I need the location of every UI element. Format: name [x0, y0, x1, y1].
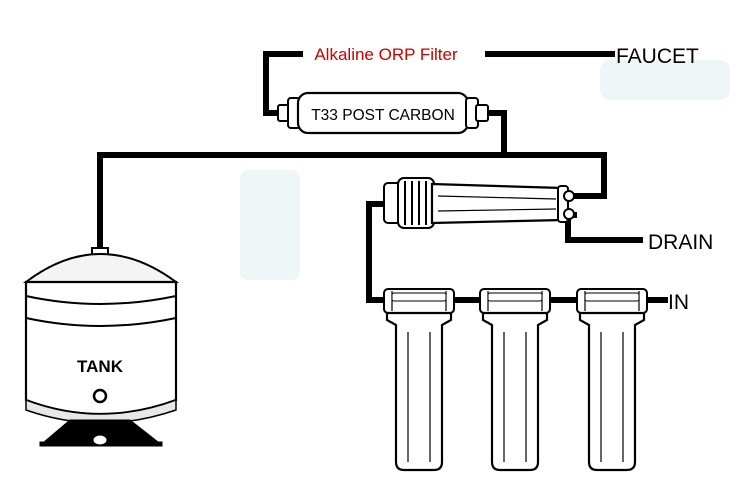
- pipe-main-line: [97, 152, 607, 253]
- filter-housing: [576, 288, 648, 472]
- pipe-alkaline-loop: [263, 51, 303, 116]
- membrane-housing: [383, 177, 575, 229]
- tank-label: TANK: [77, 357, 124, 376]
- pipe-post-carbon-out: [481, 110, 507, 158]
- filter-housing: [479, 288, 551, 472]
- storage-tank: [23, 247, 180, 447]
- pipe-membrane-to-filters: [366, 201, 395, 303]
- inlet-label: IN: [668, 291, 689, 314]
- alkaline-filter-label: Alkaline ORP Filter: [314, 45, 458, 64]
- drain-label: DRAIN: [648, 231, 713, 254]
- post-carbon-label: T33 POST CARBON: [311, 107, 455, 124]
- piping: [97, 51, 668, 303]
- filter-housing: [383, 288, 455, 472]
- pipe-drain: [565, 212, 643, 243]
- post-carbon-filter: [277, 91, 489, 135]
- background-watermark: [240, 60, 730, 280]
- faucet-label: FAUCET: [616, 45, 699, 68]
